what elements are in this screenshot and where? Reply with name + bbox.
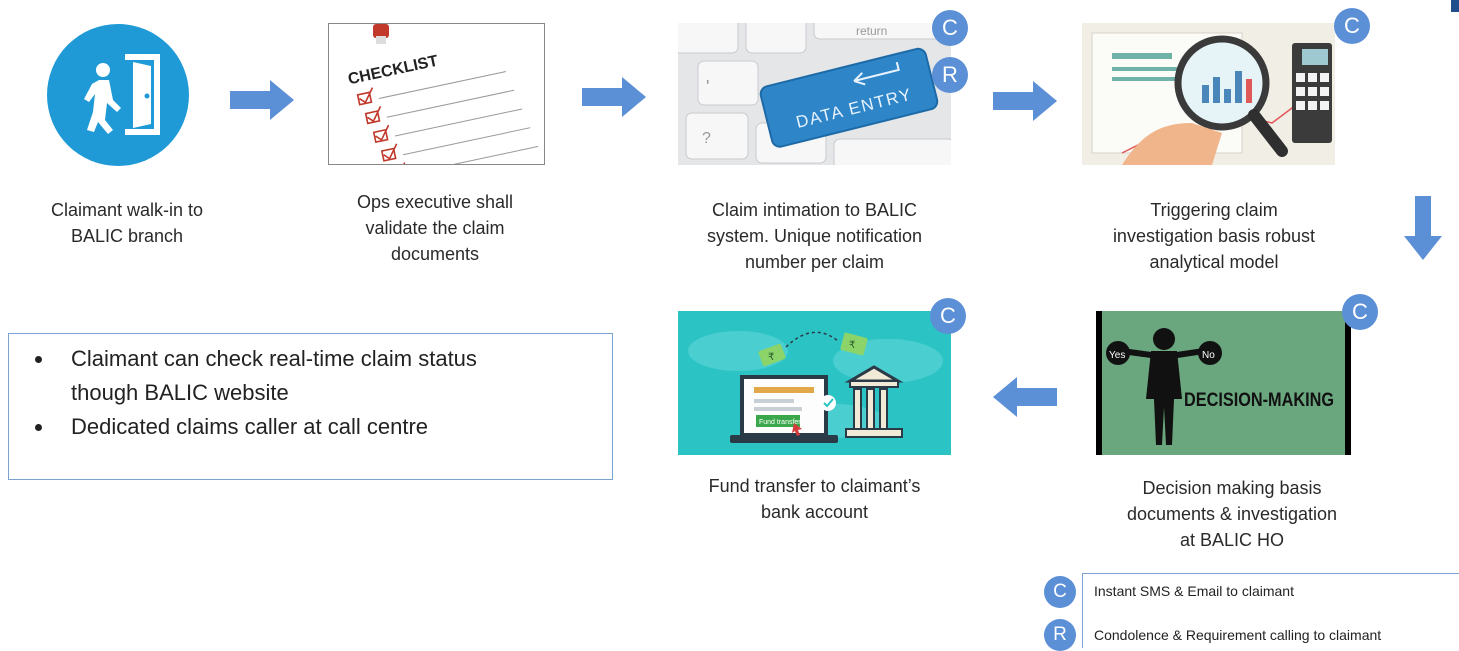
badge-c: C: [1342, 294, 1378, 330]
badge-c: C: [932, 10, 968, 46]
badge-c: C: [930, 298, 966, 334]
corner-mark: [1451, 0, 1459, 12]
rupee-icon: ₹: [768, 352, 774, 363]
legend: C Instant SMS & Email to claimant R Cond…: [1036, 573, 1459, 651]
investigation-image: [1082, 23, 1335, 165]
decision-yes-label: Yes: [1109, 350, 1125, 361]
arrow-down-icon: [1404, 196, 1442, 260]
arrow-right-icon: [993, 81, 1057, 121]
legend-badge-r: R: [1044, 619, 1076, 651]
svg-text:?: ?: [702, 130, 711, 147]
arrow-left-icon: [993, 377, 1057, 417]
walk-in-icon: [47, 24, 189, 166]
key-return-label: return: [856, 24, 887, 38]
legend-badge-c: C: [1044, 576, 1076, 608]
fund-transfer-button-label: Fund transfer: [759, 419, 801, 426]
decision-making-text: DECISION-MAKING: [1184, 390, 1334, 411]
legend-text-r: Condolence & Requirement calling to clai…: [1094, 627, 1382, 643]
arrow-right-icon: [582, 77, 646, 117]
rupee-icon: ₹: [849, 340, 855, 351]
badge-r: R: [932, 57, 968, 93]
svg-text:': ': [706, 77, 709, 97]
info-bullet-item: Dedicated claims caller at call centre: [55, 410, 612, 444]
legend-text-c: Instant SMS & Email to claimant: [1094, 583, 1294, 599]
data-entry-image: ' ? return DATA ENTRY: [678, 23, 951, 165]
badge-c: C: [1334, 8, 1370, 44]
decision-making-image: Yes No DECISION-MAKING: [1096, 311, 1351, 455]
info-box: Claimant can check real-time claim statu…: [8, 333, 613, 480]
legend-frame: [1082, 573, 1459, 648]
checklist-image: CHECKLIST: [328, 23, 545, 165]
arrow-right-icon: [230, 80, 294, 120]
info-bullet-list: Claimant can check real-time claim statu…: [9, 342, 612, 444]
decision-no-label: No: [1202, 350, 1215, 361]
info-bullet-item: Claimant can check real-time claim statu…: [55, 342, 612, 410]
fund-transfer-image: Fund transfer ₹ ₹: [678, 311, 951, 455]
